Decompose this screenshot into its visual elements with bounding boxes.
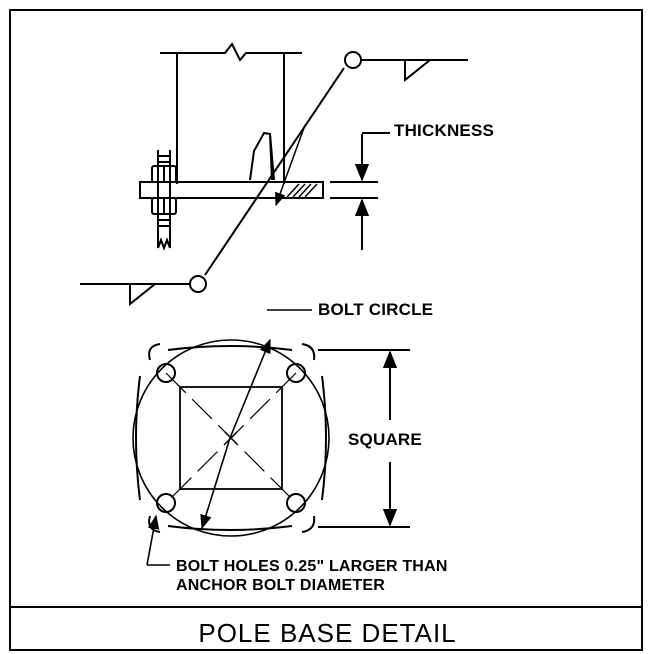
thickness-dimension (330, 132, 390, 250)
bolt-hole-note-leader (146, 514, 170, 566)
anchor-bolt (151, 150, 177, 251)
bolt-hole-note: BOLT HOLES 0.25" LARGER THAN ANCHOR BOLT… (176, 557, 448, 595)
thickness-label: THICKNESS (394, 121, 495, 140)
thickness-weld-leader (275, 124, 306, 207)
square-dimension (318, 349, 410, 528)
bolt-circle-dimension (200, 309, 312, 530)
bolt-circle-label: BOLT CIRCLE (318, 300, 434, 319)
pole-side-view (139, 42, 324, 199)
square-label: SQUARE (348, 430, 422, 449)
sheet-border (9, 9, 643, 651)
bolt-hole-note-line2: ANCHOR BOLT DIAMETER (176, 577, 386, 594)
bolt-hole-note-line1: BOLT HOLES 0.25" LARGER THAN (176, 558, 448, 575)
drawing-title: POLE BASE DETAIL (198, 618, 457, 648)
base-plate-plan-view (132, 339, 330, 537)
section-cut-line (80, 51, 468, 307)
